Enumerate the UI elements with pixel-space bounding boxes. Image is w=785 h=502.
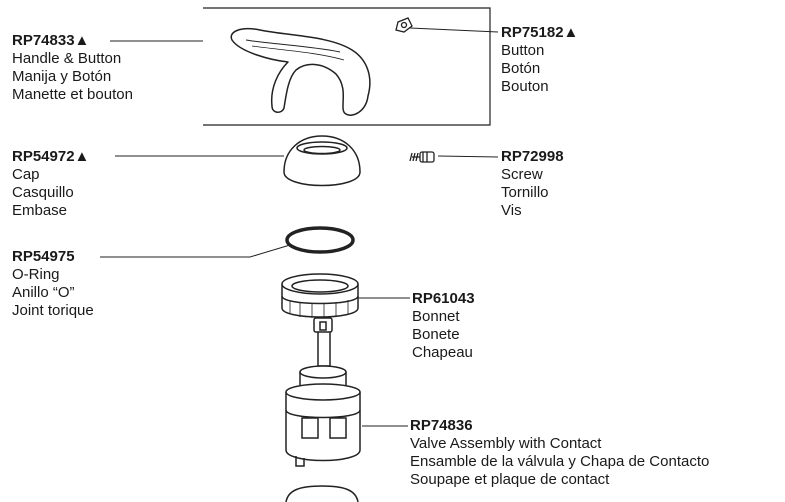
- description-es: Bonete: [412, 326, 460, 343]
- partial-part-illustration: [285, 485, 359, 502]
- description-en: Cap: [12, 166, 40, 183]
- valve-assembly-illustration: [285, 317, 361, 467]
- part-number: RP75182▲: [501, 24, 579, 41]
- label-rp72998: RP72998 Screw Tornillo Vis: [501, 148, 564, 220]
- description-fr: Chapeau: [412, 344, 473, 361]
- part-number: RP74836: [410, 417, 473, 434]
- description-en: Button: [501, 42, 545, 59]
- button-illustration: [395, 17, 413, 33]
- description-es: Ensamble de la válvula y Chapa de Contac…: [410, 453, 710, 470]
- leader-lines: [100, 27, 499, 427]
- label-rp74833: RP74833▲ Handle & Button Manija y Botón …: [12, 32, 133, 104]
- label-rp74836: RP74836 Valve Assembly with Contact Ensa…: [410, 417, 709, 489]
- o-ring-illustration: [285, 226, 355, 254]
- leader-rp54975: [100, 244, 291, 258]
- description-fr: Joint torique: [12, 302, 94, 319]
- description-es: Botón: [501, 60, 541, 77]
- description-en: O-Ring: [12, 266, 60, 283]
- label-rp61043: RP61043 Bonnet Bonete Chapeau: [412, 290, 475, 362]
- label-rp75182: RP75182▲ Button Botón Bouton: [501, 24, 578, 96]
- part-number: RP61043: [412, 290, 475, 307]
- label-rp54972: RP54972▲ Cap Casquillo Embase: [12, 148, 89, 220]
- part-number: RP54972▲: [12, 148, 90, 165]
- screw-illustration: [409, 151, 435, 163]
- label-rp54975: RP54975 O-Ring Anillo “O” Joint torique: [12, 248, 94, 320]
- description-fr: Embase: [12, 202, 68, 219]
- description-fr: Soupape et plaque de contact: [410, 471, 610, 488]
- description-fr: Manette et bouton: [12, 86, 133, 103]
- handle-illustration: [230, 28, 371, 116]
- cap-illustration: [283, 135, 361, 187]
- leader-rp75182: [409, 27, 499, 33]
- description-en: Handle & Button: [12, 50, 122, 67]
- part-number: RP54975: [12, 248, 75, 265]
- bonnet-illustration: [281, 273, 359, 318]
- description-fr: Vis: [501, 202, 522, 219]
- description-es: Anillo “O”: [12, 284, 75, 301]
- description-es: Casquillo: [12, 184, 74, 201]
- part-number: RP74833▲: [12, 32, 90, 49]
- description-es: Tornillo: [501, 184, 549, 201]
- part-number: RP72998: [501, 148, 564, 165]
- description-fr: Bouton: [501, 78, 549, 95]
- description-en: Screw: [501, 166, 543, 183]
- handle-group-bracket: [203, 7, 491, 126]
- description-es: Manija y Botón: [12, 68, 112, 85]
- leader-rp72998: [437, 155, 499, 158]
- description-en: Valve Assembly with Contact: [410, 435, 602, 452]
- description-en: Bonnet: [412, 308, 460, 325]
